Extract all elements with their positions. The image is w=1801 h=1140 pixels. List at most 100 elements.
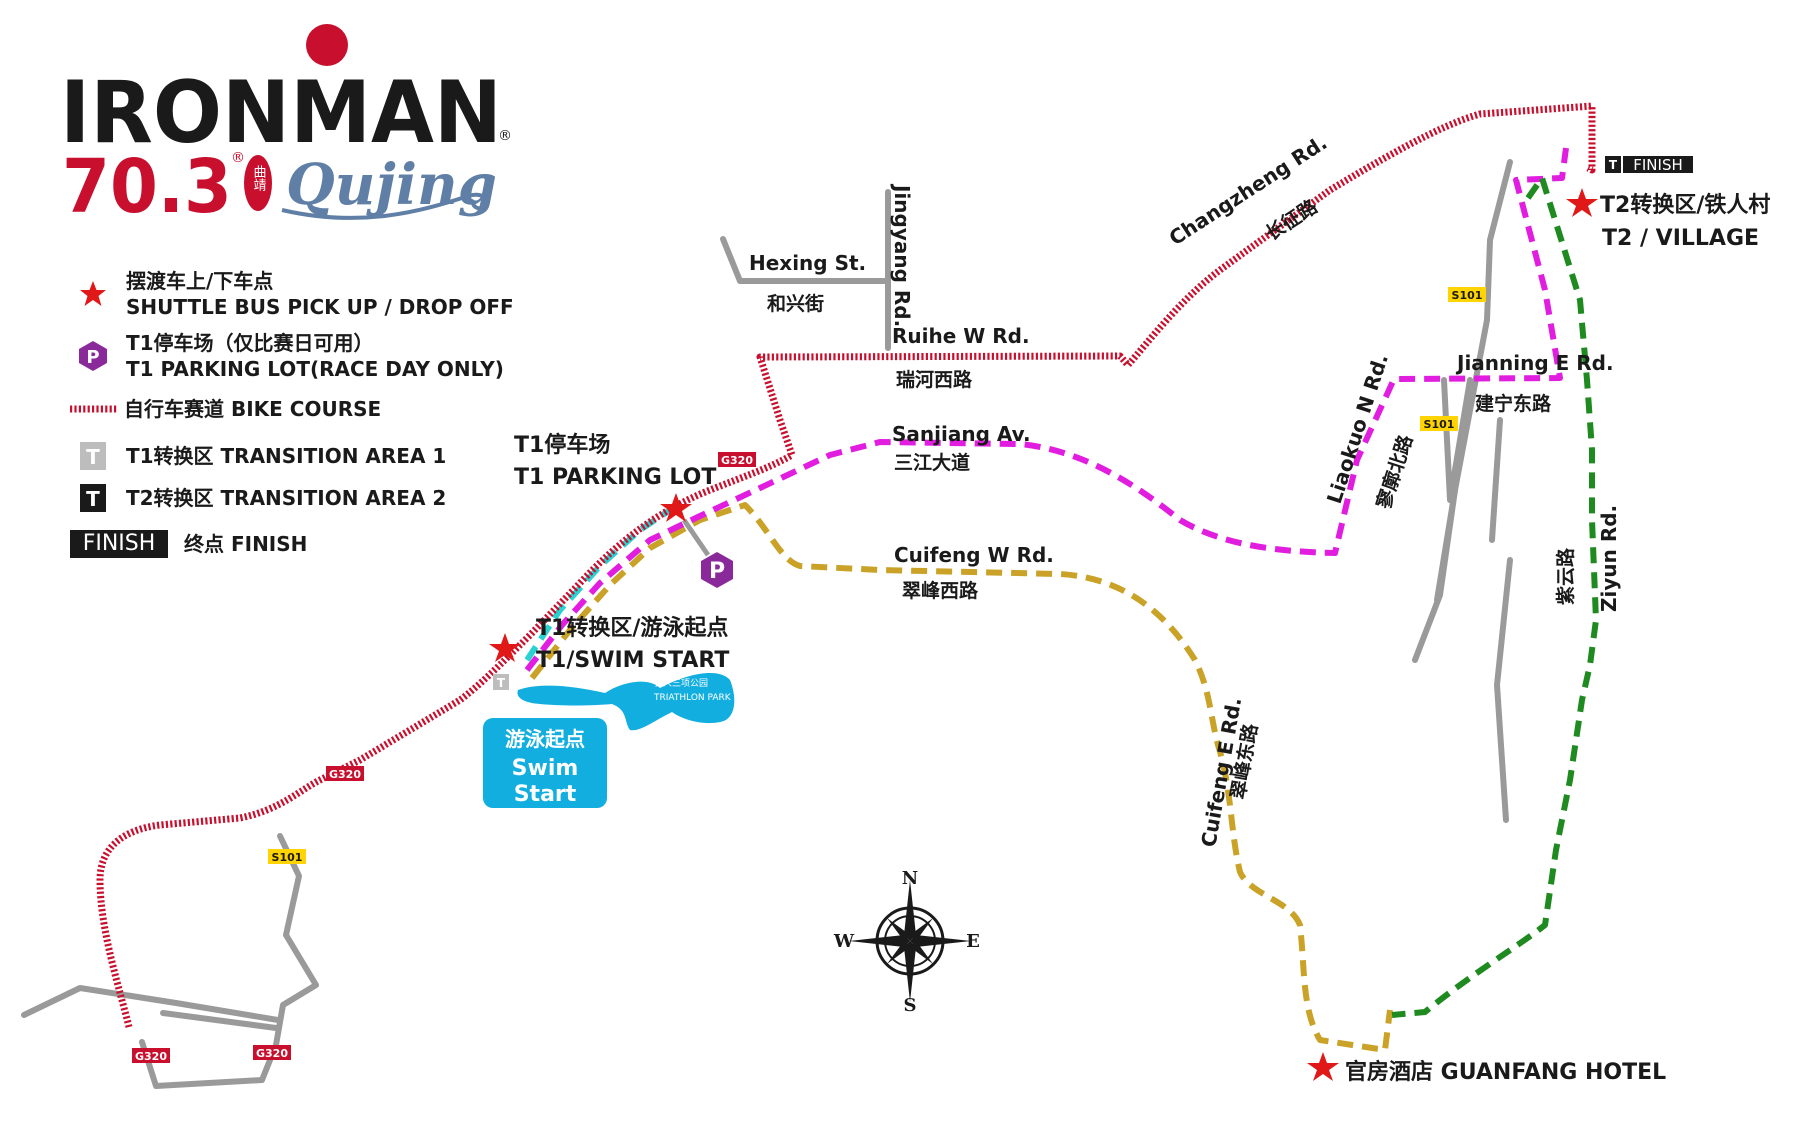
legend-t2: T T2转换区 TRANSITION AREA 2 (70, 484, 446, 512)
parking-icon: P (70, 340, 116, 372)
star-icon (489, 633, 521, 662)
legend-shuttle-en: SHUTTLE BUS PICK UP / DROP OFF (126, 295, 514, 319)
road-ziyun-zh: 紫云路 (1554, 547, 1577, 605)
t1-marker-icon: T (493, 674, 509, 690)
svg-text:S101: S101 (1452, 289, 1483, 302)
legend-finish-text: 终点 FINISH (184, 532, 308, 556)
svg-text:G320: G320 (256, 1047, 288, 1060)
route-badge-s101-2: S101 (1448, 287, 1486, 302)
compass-n: N (902, 868, 918, 889)
svg-text:P: P (709, 559, 725, 584)
svg-text:S101: S101 (272, 851, 303, 864)
legend-bike: 自行车赛道 BIKE COURSE (70, 396, 381, 422)
road-jianning-zh: 建宁东路 (1475, 392, 1552, 415)
logo-brand: IRONMAN (60, 63, 502, 163)
logo-registered: ® (498, 128, 512, 144)
shuttle-route-gold (529, 502, 1393, 1053)
svg-text:曲靖: 曲靖 (251, 165, 267, 191)
svg-text:T: T (86, 445, 100, 469)
t1-swim-en: T1/SWIM START (536, 648, 729, 673)
star-icon (70, 280, 116, 308)
road-ruihe-en: Ruihe W Rd. (892, 324, 1030, 348)
route-badge-g320-4: G320 (253, 1045, 291, 1060)
svg-text:TRIATHLON PARK: TRIATHLON PARK (653, 693, 732, 703)
legend-t2-text: T2转换区 TRANSITION AREA 2 (126, 486, 447, 510)
road-jingyang-en: Jingyang Rd. (890, 183, 914, 327)
route-badge-g320-2: G320 (326, 766, 364, 781)
t2-marker-icon: T (70, 484, 116, 512)
t1-marker-icon: T (70, 442, 116, 470)
logo-distance: 70.3 (62, 144, 232, 230)
compass-s: S (904, 995, 917, 1016)
route-badge-s101-1: S101 (268, 849, 306, 864)
ironman-logo: IRONMAN ® 70.3 ® 曲靖 Qujing (60, 24, 512, 230)
t2-finish-badge: T FINISH (1605, 156, 1693, 174)
svg-text:铁人三项公园: 铁人三项公园 (654, 677, 708, 689)
svg-text:P: P (86, 347, 99, 368)
route-badge-g320-3: G320 (132, 1048, 170, 1063)
road-changzheng-zh: 长征路 (1261, 194, 1322, 245)
grey-roads (21, 159, 1513, 1089)
parking-marker: P (681, 518, 733, 588)
swim-start-en1: Swim (512, 756, 579, 781)
swim-start-zh: 游泳起点 (505, 727, 585, 751)
shuttle-route-green (1391, 175, 1599, 1018)
t1-swim-zh: T1转换区/游泳起点 (536, 615, 728, 641)
legend-t1: T T1转换区 TRANSITION AREA 1 (70, 442, 446, 470)
svg-text:S101: S101 (1424, 418, 1455, 431)
swim-start-box (483, 718, 607, 808)
road-sanjiang-zh: 三江大道 (894, 451, 970, 474)
legend-parking-en: T1 PARKING LOT(RACE DAY ONLY) (126, 357, 504, 381)
route-badge-g320-1: G320 (718, 452, 756, 467)
logo-registered-2: ® (231, 150, 245, 166)
hotel-label: 官房酒店 GUANFANG HOTEL (1345, 1059, 1666, 1085)
svg-text:FINISH: FINISH (1633, 156, 1683, 174)
svg-text:T: T (86, 487, 100, 511)
swim-lake: 铁人三项公园 TRIATHLON PARK 游泳起点 Swim Start (483, 673, 735, 808)
svg-text:T: T (1609, 158, 1618, 172)
svg-text:G320: G320 (135, 1050, 167, 1063)
legend-shuttle-zh: 摆渡车上/下车点 (126, 269, 274, 293)
bike-course-line-icon (70, 404, 118, 414)
seal-logo: 曲靖 (244, 155, 272, 211)
legend-shuttle: 摆渡车上/下车点 SHUTTLE BUS PICK UP / DROP OFF (70, 268, 514, 320)
road-liaokuo-zh: 寥廓北路 (1372, 431, 1418, 511)
logo-wave (281, 192, 490, 220)
legend-t1-text: T1转换区 TRANSITION AREA 1 (126, 444, 447, 468)
star-icon (1566, 188, 1598, 217)
road-jianning-en: Jianning E Rd. (1455, 351, 1614, 375)
road-sanjiang-en: Sanjiang Av. (892, 422, 1031, 446)
road-hexing-zh: 和兴街 (767, 292, 824, 315)
legend-finish: FINISH 终点 FINISH (70, 530, 307, 558)
finish-badge: FINISH (70, 530, 168, 558)
road-changzheng-en: Changzheng Rd. (1165, 130, 1332, 250)
swim-start-en2: Start (514, 782, 577, 807)
compass-rose: N S W E (833, 868, 980, 1016)
shuttle-stop-stars (489, 188, 1598, 1081)
legend-parking-zh: T1停车场（仅比赛日可用） (126, 331, 374, 355)
place-labels: T1停车场 T1 PARKING LOT T1转换区/游泳起点 T1/SWIM … (514, 192, 1770, 1085)
road-cuifeng-w-en: Cuifeng W Rd. (894, 543, 1054, 567)
star-icon (660, 493, 692, 522)
legend-parking: P T1停车场（仅比赛日可用） T1 PARKING LOT(RACE DAY … (70, 330, 504, 382)
star-icon (1307, 1052, 1339, 1081)
svg-text:G320: G320 (329, 768, 361, 781)
t2-village-en: T2 / VILLAGE (1602, 226, 1759, 251)
road-ziyun-en: Ziyun Rd. (1597, 505, 1621, 612)
t1-parking-en: T1 PARKING LOT (514, 465, 716, 490)
shuttle-route-cyan (524, 507, 672, 662)
road-cuifeng-w-zh: 翠峰西路 (902, 579, 979, 602)
compass-w: W (833, 931, 855, 952)
legend-bike-text: 自行车赛道 BIKE COURSE (124, 397, 382, 421)
logo-city: Qujing (286, 152, 497, 218)
t2-village-zh: T2转换区/铁人村 (1600, 192, 1770, 218)
svg-text:T: T (497, 676, 506, 690)
mdot-icon (306, 24, 348, 66)
shuttle-route-magenta (524, 147, 1569, 672)
road-ruihe-zh: 瑞河西路 (896, 368, 973, 391)
compass-e: E (966, 931, 980, 952)
route-badge-s101-3: S101 (1420, 416, 1458, 431)
t1-parking-zh: T1停车场 (514, 432, 610, 458)
